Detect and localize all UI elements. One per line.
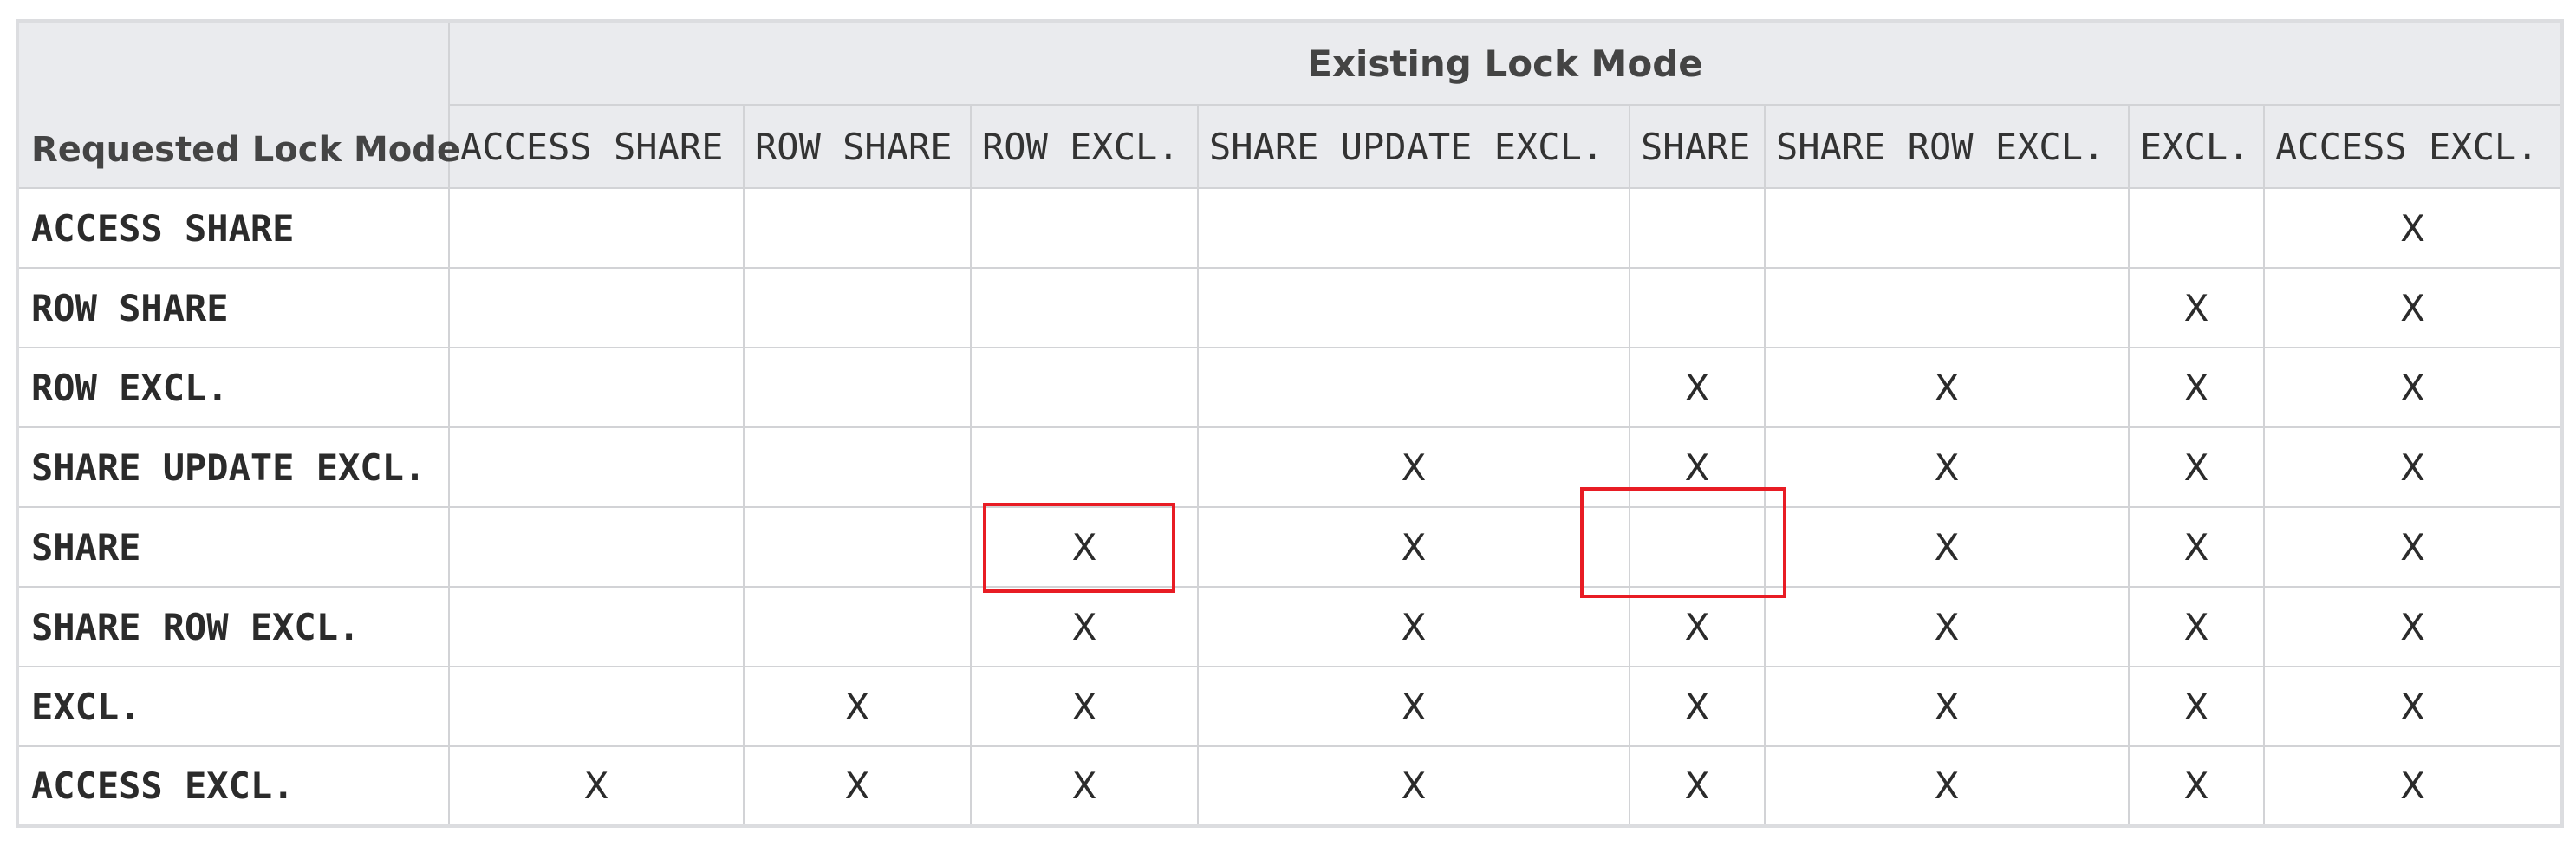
empty-cell: [1197, 267, 1630, 348]
conflict-mark-cell: X: [2262, 506, 2564, 588]
conflict-mark-cell: X: [2128, 506, 2265, 588]
conflict-mark-cell: X: [1629, 347, 1766, 428]
conflict-mark-cell: X: [2128, 267, 2265, 348]
conflict-mark-cell: X: [1764, 745, 2130, 827]
lock-conflict-table: Requested Lock Mode Existing Lock Mode A…: [16, 19, 2565, 828]
column-header-access-excl: ACCESS EXCL.: [2262, 104, 2564, 189]
column-header-row-share: ROW SHARE: [743, 104, 972, 189]
conflict-mark-cell: X: [1764, 347, 2130, 428]
empty-cell: [970, 347, 1199, 428]
requested-lock-mode-header: Requested Lock Mode: [16, 20, 460, 189]
empty-cell: [1764, 187, 2130, 269]
conflict-mark-cell: X: [970, 745, 1199, 827]
conflict-mark-cell: X: [1197, 506, 1630, 588]
conflict-mark-cell: X: [970, 506, 1199, 588]
column-header-share: SHARE: [1629, 104, 1766, 189]
column-header-row-excl: ROW EXCL.: [970, 104, 1199, 189]
conflict-mark-cell: X: [1764, 426, 2130, 508]
empty-cell: [743, 586, 972, 667]
conflict-mark-cell: X: [743, 666, 972, 747]
row-header-share-update-excl: SHARE UPDATE EXCL.: [16, 426, 450, 508]
conflict-mark-cell: X: [1764, 506, 2130, 588]
lock-conflict-table-wrapper: Requested Lock Mode Existing Lock Mode A…: [16, 19, 2565, 828]
conflict-mark-cell: X: [970, 586, 1199, 667]
conflict-mark-cell: X: [2262, 187, 2564, 269]
conflict-mark-cell: X: [1764, 666, 2130, 747]
empty-cell: [448, 666, 745, 747]
existing-lock-mode-header: Existing Lock Mode: [447, 20, 2564, 106]
empty-cell: [743, 506, 972, 588]
conflict-mark-cell: X: [1197, 745, 1630, 827]
conflict-mark-cell: X: [448, 745, 745, 827]
empty-cell: [1629, 506, 1766, 588]
conflict-mark-cell: X: [2128, 745, 2265, 827]
empty-cell: [1197, 347, 1630, 428]
conflict-mark-cell: X: [743, 745, 972, 827]
empty-cell: [1629, 187, 1766, 269]
conflict-mark-cell: X: [1629, 426, 1766, 508]
empty-cell: [1764, 267, 2130, 348]
conflict-mark-cell: X: [2262, 347, 2564, 428]
empty-cell: [970, 187, 1199, 269]
conflict-mark-cell: X: [1629, 666, 1766, 747]
column-header-share-row-excl: SHARE ROW EXCL.: [1764, 104, 2130, 189]
row-header-row-excl: ROW EXCL.: [16, 347, 450, 428]
column-header-share-update-excl: SHARE UPDATE EXCL.: [1197, 104, 1630, 189]
empty-cell: [1629, 267, 1766, 348]
conflict-mark-cell: X: [1197, 586, 1630, 667]
conflict-mark-cell: X: [2262, 267, 2564, 348]
empty-cell: [448, 506, 745, 588]
conflict-mark-cell: X: [2128, 426, 2265, 508]
conflict-mark-cell: X: [1629, 586, 1766, 667]
empty-cell: [2128, 187, 2265, 269]
empty-cell: [448, 347, 745, 428]
empty-cell: [970, 267, 1199, 348]
conflict-mark-cell: X: [1764, 586, 2130, 667]
empty-cell: [448, 426, 745, 508]
column-header-excl: EXCL.: [2128, 104, 2265, 189]
row-header-share-row-excl: SHARE ROW EXCL.: [16, 586, 450, 667]
conflict-mark-cell: X: [2128, 586, 2265, 667]
row-header-row-share: ROW SHARE: [16, 267, 450, 348]
empty-cell: [743, 267, 972, 348]
row-header-share: SHARE: [16, 506, 450, 588]
conflict-mark-cell: X: [2128, 347, 2265, 428]
empty-cell: [743, 347, 972, 428]
row-header-access-share: ACCESS SHARE: [16, 187, 450, 269]
conflict-mark-cell: X: [2262, 586, 2564, 667]
conflict-mark-cell: X: [2128, 666, 2265, 747]
conflict-mark-cell: X: [2262, 666, 2564, 747]
empty-cell: [1197, 187, 1630, 269]
conflict-mark-cell: X: [2262, 745, 2564, 827]
table-row: ACCESS SHARE X: [16, 187, 2564, 269]
row-header-excl: EXCL.: [16, 666, 450, 747]
empty-cell: [448, 267, 745, 348]
empty-cell: [448, 586, 745, 667]
conflict-mark-cell: X: [1629, 745, 1766, 827]
conflict-mark-cell: X: [2262, 426, 2564, 508]
conflict-mark-cell: X: [1197, 666, 1630, 747]
empty-cell: [743, 426, 972, 508]
empty-cell: [448, 187, 745, 269]
conflict-mark-cell: X: [970, 666, 1199, 747]
conflict-mark-cell: X: [1197, 426, 1630, 508]
row-header-access-excl: ACCESS EXCL.: [16, 745, 450, 827]
column-header-access-share: ACCESS SHARE: [448, 104, 745, 189]
empty-cell: [970, 426, 1199, 508]
empty-cell: [743, 187, 972, 269]
